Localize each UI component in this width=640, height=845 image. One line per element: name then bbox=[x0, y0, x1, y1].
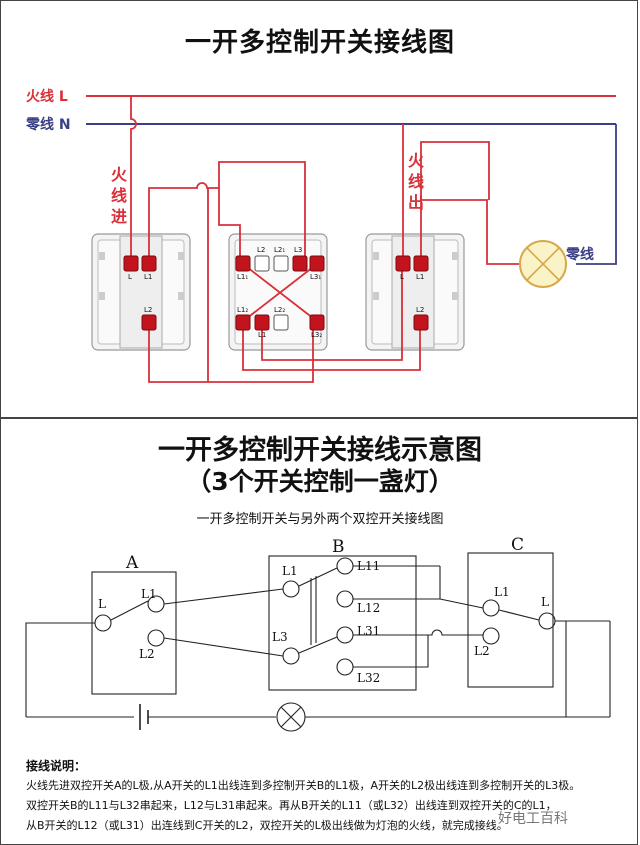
terminals-middle bbox=[235, 255, 325, 331]
bottom-subtitle: 一开多控制开关与另外两个双控开关接线图 bbox=[196, 512, 444, 527]
term-label-l: L bbox=[128, 273, 132, 281]
live-in-label: 火线进 bbox=[111, 165, 128, 226]
top-title: 一开多控制开关接线图 bbox=[184, 28, 455, 58]
term-label-l3: L3 bbox=[294, 246, 302, 254]
notes-line-2: 双控开关B的L11与L32串起来，L12与L31串起来。再从B开关的L11（或L… bbox=[26, 799, 557, 812]
notes-line-1: 火线先进双控开关A的L极,从A开关的L1出线连到多控制开关B的L1极，A开关的L… bbox=[26, 779, 581, 792]
watermark: 好电工百科 bbox=[498, 811, 568, 827]
notes-title: 接线说明： bbox=[26, 759, 87, 773]
term-label-l2-r: L2 bbox=[416, 306, 424, 314]
term-label-l2-m: L2 bbox=[257, 246, 265, 254]
term-label-l12: L1₂ bbox=[237, 306, 248, 314]
live-label: 火线 L bbox=[26, 88, 68, 105]
term-label-l22: L2₂ bbox=[274, 306, 285, 314]
neutral-label: 零线 N bbox=[25, 116, 71, 133]
switch-plate-right bbox=[365, 233, 465, 351]
terminals-right bbox=[395, 255, 429, 331]
bottom-title-2: （3个开关控制一盏灯） bbox=[186, 467, 454, 496]
bottom-title: 一开多控制开关接线示意图 bbox=[158, 435, 482, 466]
notes-line-3: 从B开关的L12（或L31）出连线到C开关的L2，双控开关的L极出线做为灯泡的火… bbox=[26, 819, 508, 832]
wiring-notes: 接线说明： 火线先进双控开关A的L极,从A开关的L1出线连到多控制开关B的L1极… bbox=[26, 756, 636, 836]
term-label-l-r: L bbox=[400, 273, 404, 281]
neutral-wire bbox=[576, 124, 617, 265]
switch-plate-left bbox=[91, 233, 191, 351]
live-out-label: 火线出 bbox=[408, 151, 425, 212]
term-label-l11: L1₁ bbox=[237, 273, 248, 281]
term-label-l1-m: L1 bbox=[258, 331, 266, 339]
terminals-left bbox=[123, 255, 157, 331]
term-label-l2: L2 bbox=[144, 306, 152, 314]
term-label-l32: L3₂ bbox=[311, 331, 322, 339]
wiring-diagram-top: 火线 L 零线 N 零线 火线进 火线出 L L1 L2 L2 L2₁ L3 L… bbox=[25, 88, 617, 383]
term-label-l21: L2₁ bbox=[274, 246, 285, 254]
lamp-icon bbox=[519, 240, 567, 288]
neutral-short-label: 零线 bbox=[565, 246, 594, 263]
term-label-l1: L1 bbox=[144, 273, 152, 281]
term-label-l1-r: L1 bbox=[416, 273, 424, 281]
term-label-l31: L3₁ bbox=[310, 273, 321, 281]
red-wires bbox=[130, 96, 519, 383]
